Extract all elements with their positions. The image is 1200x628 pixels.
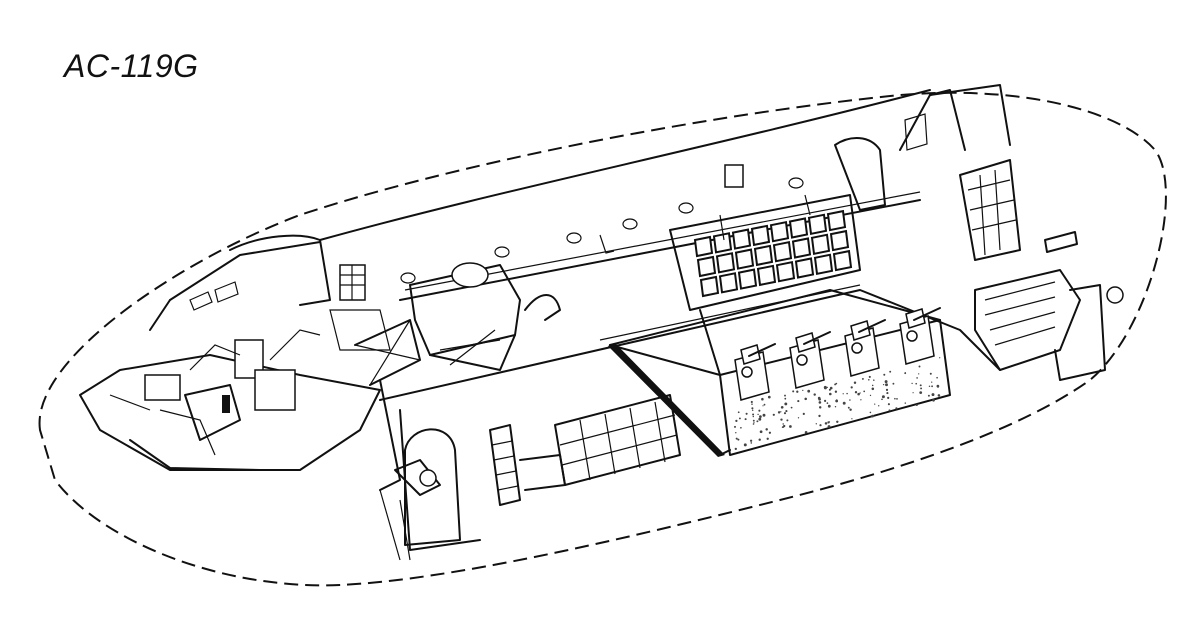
sensor-box	[339, 264, 366, 301]
ceiling-fixtures	[599, 164, 811, 254]
gun-mount-frame	[608, 289, 951, 457]
tail-equipment-rack	[959, 159, 1078, 261]
rear-bulkhead	[834, 84, 1011, 211]
fuselage-outline	[38, 91, 1167, 587]
equipment-cabinet	[409, 262, 521, 371]
cockpit-area	[79, 309, 391, 471]
cockpit-windows	[189, 281, 239, 311]
flare-rack	[489, 424, 521, 506]
gun-mount-base	[733, 357, 941, 451]
crew-panel	[519, 394, 681, 491]
truss-structure	[354, 319, 421, 491]
diagram-title: AC-119G	[64, 48, 199, 84]
ammunition-rack	[669, 194, 861, 311]
forward-door	[379, 428, 461, 561]
cabin-ceiling-line	[319, 89, 931, 241]
air-duct	[524, 294, 561, 321]
minigun-modules	[734, 307, 941, 401]
forward-bulkhead	[149, 234, 331, 331]
operator-console	[974, 269, 1124, 381]
cabin-windows	[400, 177, 804, 284]
